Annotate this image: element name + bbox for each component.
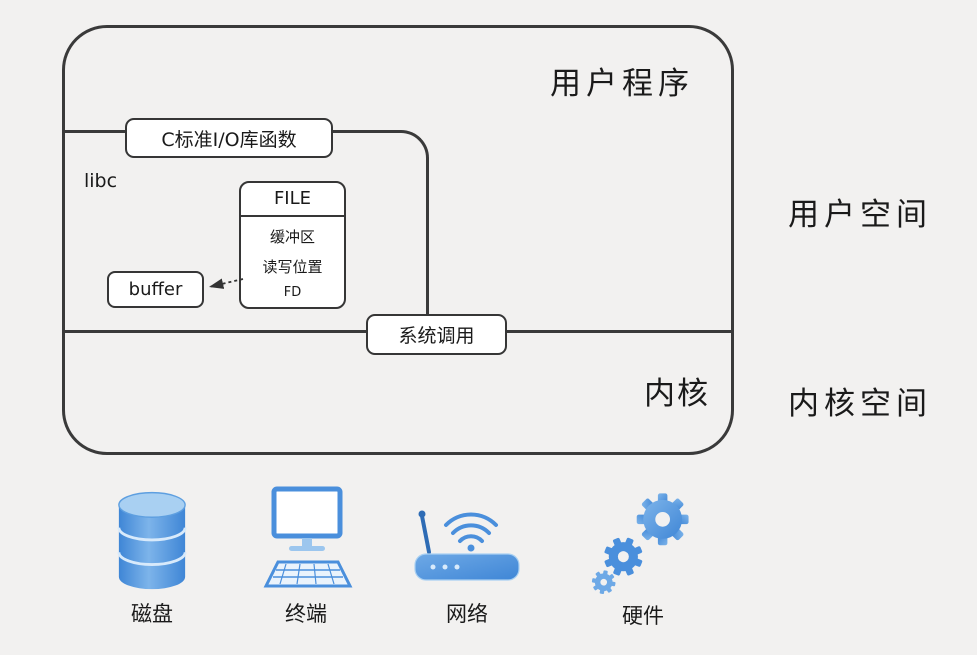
file-struct-title: FILE <box>241 183 344 217</box>
stdio-functions-label: C标准I/O库函数 <box>161 128 297 151</box>
file-to-buffer-arrow <box>208 278 244 289</box>
file-struct-row-position: 读写位置 <box>262 258 323 276</box>
stdio-functions-box: C标准I/O库函数 <box>125 118 333 158</box>
user-program-label: 用户程序 <box>550 66 694 102</box>
libc-label: libc <box>84 170 118 192</box>
user-space-label: 用户空间 <box>788 197 932 233</box>
disk-icon <box>117 491 187 590</box>
device-terminal: 终端 <box>250 486 362 628</box>
kernel-label: 内核 <box>644 376 710 412</box>
device-disk: 磁盘 <box>96 486 208 628</box>
device-network: 网络 <box>402 494 532 628</box>
system-call-label: 系统调用 <box>398 325 475 347</box>
device-label-terminal: 终端 <box>285 602 327 626</box>
gears-icon <box>590 493 689 594</box>
buffer-box-label: buffer <box>128 279 183 300</box>
buffer-box: buffer <box>107 271 204 308</box>
file-struct-row-fd: FD <box>283 285 302 300</box>
kernel-space-label: 内核空间 <box>788 386 932 422</box>
device-label-hardware: 硬件 <box>622 604 664 628</box>
device-label-disk: 磁盘 <box>131 602 173 626</box>
file-struct-row-buffer: 缓冲区 <box>269 228 315 246</box>
terminal-icon <box>263 486 353 588</box>
device-label-network: 网络 <box>446 602 488 626</box>
device-hardware: 硬件 <box>582 484 704 630</box>
network-icon <box>414 510 520 581</box>
system-call-box: 系统调用 <box>366 314 507 355</box>
file-struct-box: FILE 缓冲区 读写位置 FD <box>239 181 346 309</box>
user-program-box <box>62 25 734 455</box>
